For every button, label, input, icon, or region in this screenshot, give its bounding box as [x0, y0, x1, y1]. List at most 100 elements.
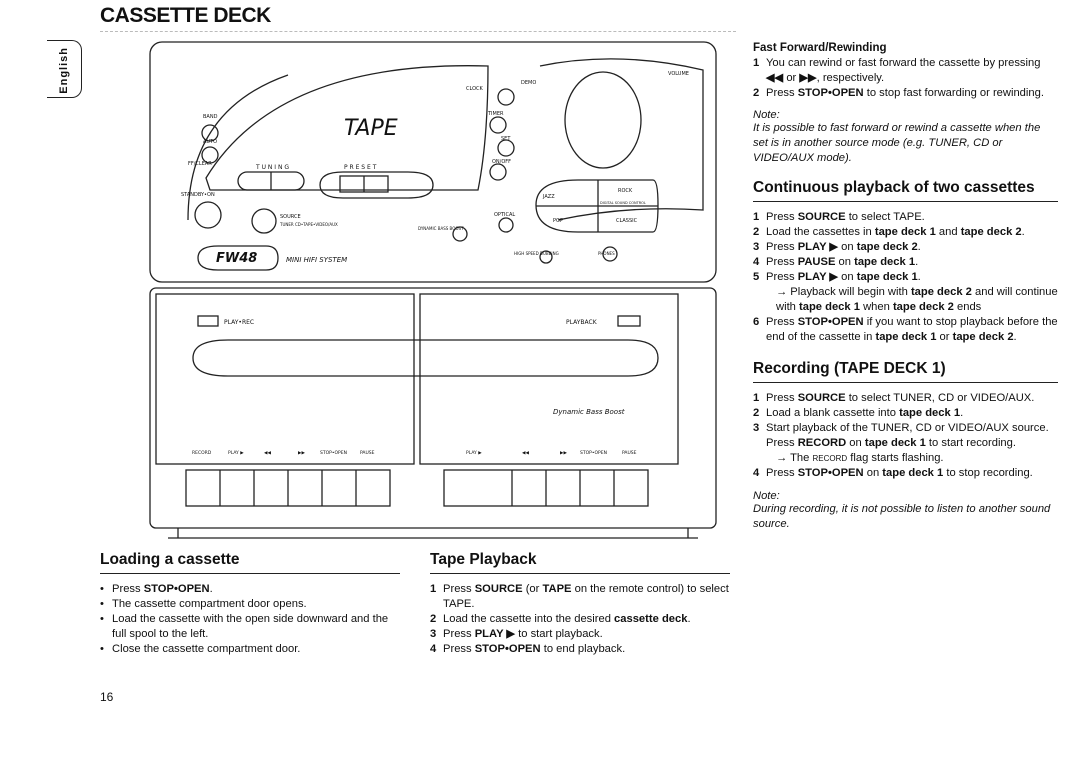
loading-heading: Loading a cassette — [100, 551, 240, 568]
deck1-key-4: STOP•OPEN — [320, 450, 347, 456]
loading-rule — [100, 573, 400, 574]
rock-label: ROCK — [618, 188, 633, 194]
optical-label: OPTICAL — [494, 212, 515, 218]
display-text: TAPE — [344, 116, 398, 141]
loading-item: Load the cassette with the open side dow… — [100, 612, 400, 642]
deck1-key-5: PAUSE — [360, 450, 375, 456]
ffrw-note-label: Note: — [753, 109, 780, 121]
set-button — [497, 139, 515, 157]
tape-deck-2 — [419, 293, 679, 465]
loading-list: Press STOP•OPEN.The cassette compartment… — [100, 582, 400, 657]
continuous-number: 6 — [753, 316, 760, 328]
deck2-key-2: ▶▶ — [560, 451, 567, 456]
band-label: BAND — [203, 114, 218, 120]
dbb-button — [452, 226, 468, 242]
pop-label: POP — [553, 218, 563, 224]
page-number: 16 — [100, 690, 114, 704]
continuous-rule — [753, 201, 1058, 202]
band-button — [201, 124, 219, 142]
continuous-number: 1 — [753, 211, 760, 223]
playback-label: PLAYBACK — [566, 319, 598, 326]
source-label: SOURCE — [280, 214, 301, 220]
continuous-number: 4 — [753, 256, 760, 268]
auto-label: AUTO — [203, 139, 217, 145]
volume-label: VOLUME — [668, 71, 689, 77]
deck1-key-3: ▶▶ — [298, 451, 305, 456]
jazz-label: JAZZ — [542, 194, 555, 200]
playback-heading: Tape Playback — [430, 551, 537, 568]
language-tab-label: English — [58, 47, 70, 94]
playback-number: 1 — [430, 583, 437, 595]
classic-label: CLASSIC — [616, 218, 638, 224]
recording-rule — [753, 382, 1058, 383]
deck2-key-0: PLAY ▶ — [466, 450, 482, 456]
dbb-small-label: DYNAMIC BASS BOOST — [418, 226, 464, 231]
title-rule — [100, 31, 736, 32]
playback-number: 3 — [430, 628, 437, 640]
playback-rule — [430, 573, 730, 574]
recording-number: 3 — [753, 422, 760, 434]
onoff-label: ON/OFF — [492, 159, 511, 165]
recording-subitem: → The RECORD flag starts flashing. — [776, 452, 944, 464]
ffrw-number: 1 — [753, 57, 760, 69]
source-knob — [251, 208, 277, 234]
phones-label: PHONES — [598, 251, 615, 256]
recording-number: 4 — [753, 467, 760, 479]
continuous-number: 5 — [753, 271, 760, 283]
volume-knob — [564, 71, 642, 169]
deck2-key-4: PAUSE — [622, 450, 637, 456]
recording-note: During recording, it is not possible to … — [753, 503, 1051, 530]
source-sub-label: TUNER CD•TAPE•VIDEO/AUX — [279, 222, 338, 227]
dynamic-bass-label: Dynamic Bass Boost — [553, 408, 625, 416]
recording-note-label: Note: — [753, 490, 780, 502]
model-label: FW48 — [216, 251, 257, 266]
ffrw-heading: Fast Forward/Rewinding — [753, 42, 887, 54]
device-illustration: BAND AUTO FF/CLEAR T U N I N G P R E S E… — [149, 41, 717, 539]
dsc-label: DIGITAL SOUND CONTROL — [600, 201, 646, 205]
tape-deck-1 — [155, 293, 415, 465]
display-panel — [205, 65, 489, 191]
deck1-key-0: RECORD — [192, 450, 212, 456]
set-label: SET — [501, 136, 511, 142]
loading-item: Close the cassette compartment door. — [100, 642, 400, 657]
timer-label: TIMER — [487, 111, 504, 117]
deck2-key-3: STOP•OPEN — [580, 450, 607, 456]
auto-button — [201, 146, 219, 164]
tuning-label: T U N I N G — [255, 164, 289, 171]
play-rec-label: PLAY•REC — [224, 319, 254, 326]
system-label: MINI HIFI SYSTEM — [286, 256, 347, 264]
continuous-number: 2 — [753, 226, 760, 238]
ffrw-note: It is possible to fast forward or rewind… — [753, 122, 1041, 164]
demo-button — [497, 88, 515, 106]
loading-item: Press STOP•OPEN. — [100, 582, 400, 597]
loading-item: The cassette compartment door opens. — [100, 597, 400, 612]
recording-number: 1 — [753, 392, 760, 404]
continuous-subitem: → Playback will begin with tape deck 2 a… — [776, 286, 1058, 313]
device-top-panel — [149, 41, 717, 283]
demo-label: DEMO — [521, 80, 536, 86]
recording-number: 2 — [753, 407, 760, 419]
page-title: CASSETTE DECK — [100, 4, 271, 27]
timer-button — [489, 116, 507, 134]
deck1-key-1: PLAY ▶ — [228, 450, 244, 456]
clock-label: CLOCK — [466, 86, 484, 92]
standby-label: STANDBY•ON — [181, 192, 215, 198]
